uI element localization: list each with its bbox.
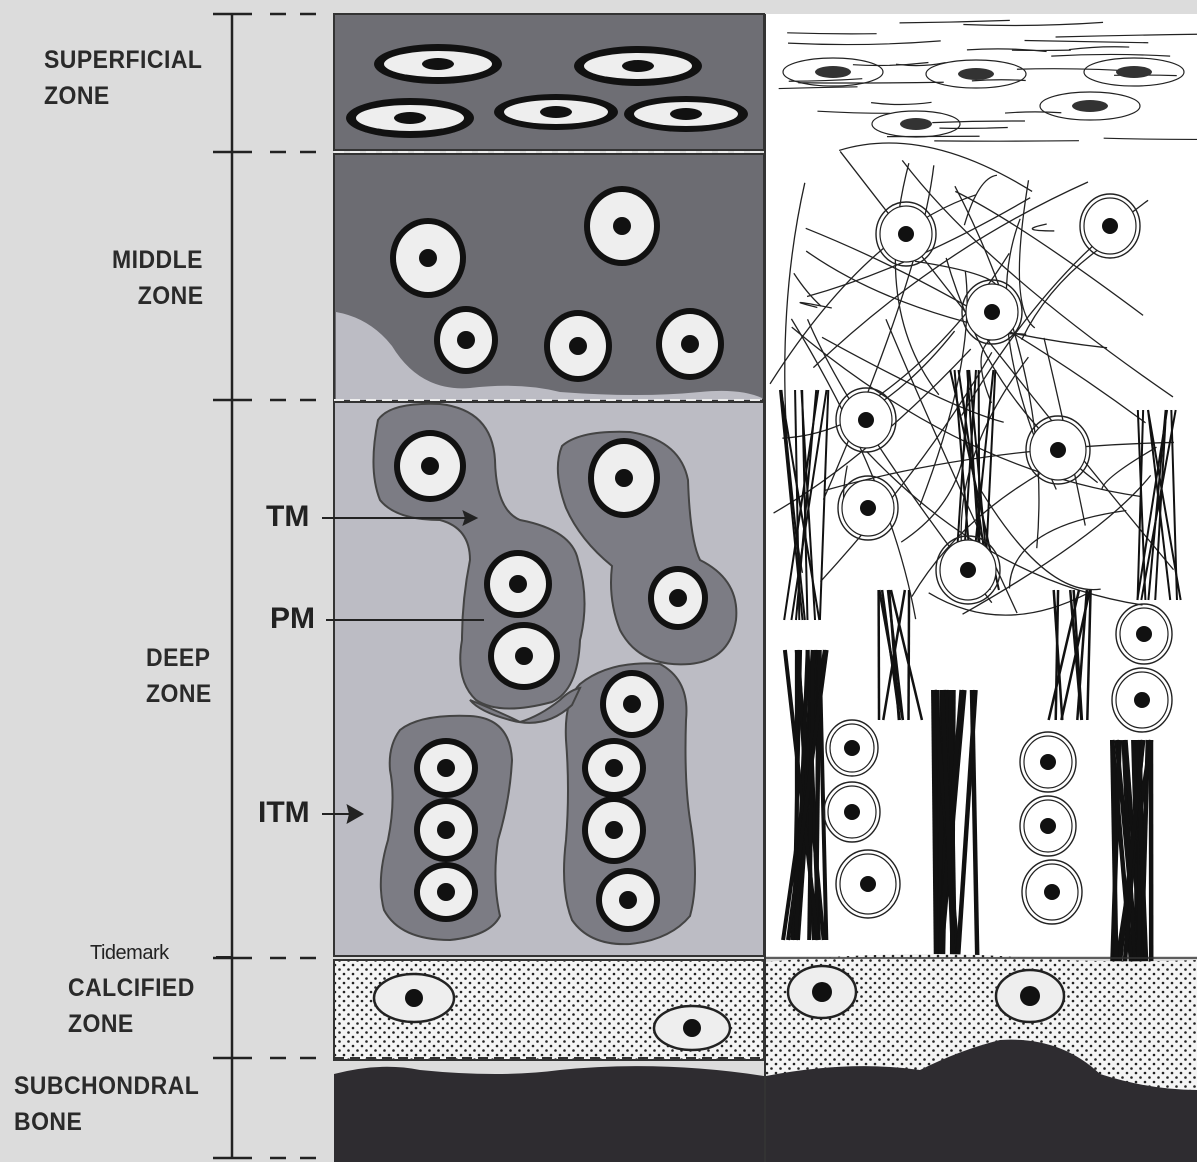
- fiber-encased-chondrocyte: [962, 280, 1022, 344]
- deep-zone-label-line1: DEEP: [146, 640, 212, 676]
- deep-chondrocyte: [394, 430, 466, 502]
- fiber-encased-chondrocyte: [836, 388, 896, 452]
- deep-chondrocyte: [414, 798, 478, 862]
- deep-chondrocyte: [414, 862, 478, 922]
- deep-chondrocyte: [414, 738, 478, 798]
- subchondral-bone-label-line2: BONE: [14, 1104, 199, 1140]
- pm-label: PM: [270, 602, 315, 636]
- deep-zone-label: DEEP ZONE: [146, 640, 212, 712]
- fiber-encased-chondrocyte: [1026, 416, 1090, 484]
- right-panel-fiber-view: [766, 14, 1197, 1162]
- deep-zone-label-line2: ZONE: [146, 676, 212, 712]
- middle-chondrocyte: [656, 308, 724, 380]
- itm-label: ITM: [258, 796, 310, 830]
- fiber-encased-chondrocyte: [1020, 732, 1076, 792]
- deep-chondrocyte: [582, 738, 646, 798]
- fiber-encased-chondrocyte: [1080, 194, 1140, 258]
- zone-boundary-dashes: [270, 14, 330, 1158]
- superficial-zone-label-line2: ZONE: [44, 78, 202, 114]
- superficial-zone-label-line1: SUPERFICIAL: [44, 42, 202, 78]
- fiber-encased-chondrocyte: [826, 720, 878, 776]
- deep-chondrocyte: [648, 566, 708, 630]
- deep-chondrocyte: [484, 550, 552, 618]
- calcified-zone-label-line1: CALCIFIED: [68, 970, 195, 1006]
- middle-zone-label-line2: ZONE: [112, 278, 203, 314]
- middle-chondrocyte: [544, 310, 612, 382]
- middle-chondrocyte: [584, 186, 660, 266]
- fiber-encased-chondrocyte: [1022, 860, 1082, 924]
- subchondral-bone-label-line1: SUBCHONDRAL: [14, 1068, 199, 1104]
- tm-label: TM: [266, 500, 309, 534]
- fiber-encased-chondrocyte: [1112, 668, 1172, 732]
- fiber-encased-chondrocyte: [1116, 604, 1172, 664]
- fiber-encased-chondrocyte: [824, 782, 880, 842]
- fiber-encased-chondrocyte: [936, 536, 1000, 604]
- fiber-encased-chondrocyte: [836, 850, 900, 918]
- middle-zone-label: MIDDLE ZONE: [112, 242, 203, 314]
- deep-chondrocyte: [596, 868, 660, 932]
- deep-chondrocyte: [582, 796, 646, 864]
- fiber-encased-chondrocyte: [838, 476, 898, 540]
- subchondral-bone-left: [334, 1066, 764, 1162]
- fiber-encased-chondrocyte: [1020, 796, 1076, 856]
- deep-chondrocyte: [488, 622, 560, 690]
- middle-chondrocyte: [434, 306, 498, 374]
- superficial-zone-label: SUPERFICIAL ZONE: [44, 42, 202, 114]
- calcified-zone-label-line2: ZONE: [68, 1006, 195, 1042]
- zone-scale-ruler: [213, 14, 252, 1158]
- middle-zone-label-line1: MIDDLE: [112, 242, 203, 278]
- calcified-zone-label: CALCIFIED ZONE: [68, 970, 195, 1042]
- fiber-encased-chondrocyte: [876, 202, 936, 266]
- subchondral-bone-label: SUBCHONDRAL BONE: [14, 1068, 199, 1140]
- middle-chondrocyte: [390, 218, 466, 298]
- deep-chondrocyte: [600, 670, 664, 738]
- deep-chondrocyte: [588, 438, 660, 518]
- left-panel-matrix-view: [334, 14, 764, 1162]
- tidemark-label: Tidemark: [90, 942, 169, 965]
